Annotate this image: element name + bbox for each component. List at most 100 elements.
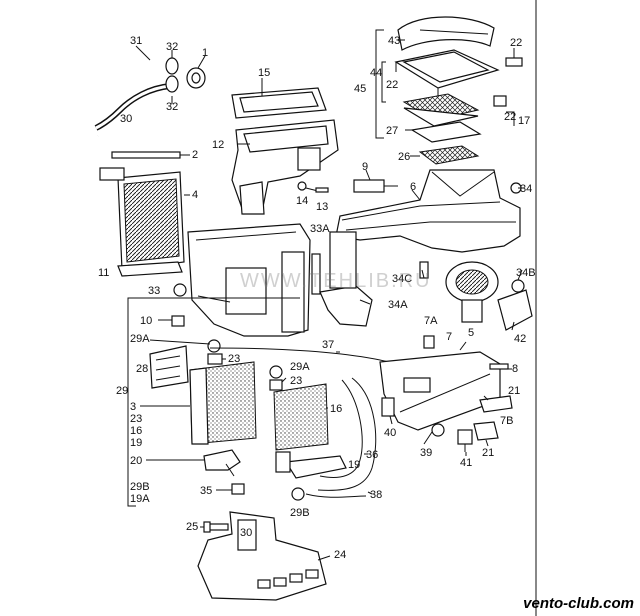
clip-22b <box>493 95 507 107</box>
label-36: 36 <box>366 449 378 461</box>
label-29a-right: 29A <box>290 361 310 373</box>
cable-36 <box>319 379 363 478</box>
label-42: 42 <box>514 333 526 345</box>
screw-25 <box>203 521 229 533</box>
flap-plate <box>329 231 357 289</box>
label-26: 26 <box>398 151 410 163</box>
label-27: 27 <box>386 125 398 137</box>
cable-36b <box>317 377 377 491</box>
label-37: 37 <box>322 339 334 351</box>
label-40: 40 <box>384 427 396 439</box>
label-33: 33 <box>148 285 160 297</box>
label-22-right: 22 <box>504 111 516 123</box>
clip-7a <box>423 335 435 349</box>
switch-40 <box>381 397 395 417</box>
core-seal <box>117 261 183 277</box>
label-3: 3 <box>130 401 136 413</box>
label-23-right: 23 <box>290 375 302 387</box>
label-4: 4 <box>192 189 198 201</box>
label-23-left: 23 <box>130 413 142 425</box>
label-17: 17 <box>518 115 530 127</box>
leader-lines <box>135 39 524 561</box>
hose-clamps <box>165 57 206 93</box>
label-29: 29 <box>116 385 128 397</box>
label-23-top: 23 <box>228 353 240 365</box>
blower-housing <box>335 169 521 253</box>
label-12: 12 <box>212 139 224 151</box>
label-15: 15 <box>258 67 270 79</box>
intake-frame <box>394 49 500 98</box>
label-13: 13 <box>316 201 328 213</box>
grommet <box>297 181 307 191</box>
foam-flap-3 <box>189 361 257 445</box>
foam-flap-16 <box>273 383 329 451</box>
clip-23-right <box>269 379 283 391</box>
label-22-top: 22 <box>510 37 522 49</box>
label-38: 38 <box>370 489 382 501</box>
label-14: 14 <box>296 195 308 207</box>
label-9: 9 <box>362 161 368 173</box>
label-29a: 29A <box>130 333 150 345</box>
flap-lever-28 <box>149 345 189 389</box>
blower-motor <box>445 261 499 323</box>
label-24: 24 <box>334 549 346 561</box>
label-25: 25 <box>186 521 198 533</box>
heater-hoses <box>87 58 171 138</box>
label-1: 1 <box>202 47 208 59</box>
knob-21-lower <box>473 421 499 441</box>
washer-29a-right <box>269 365 283 379</box>
clip-35 <box>231 483 245 495</box>
label-11: 11 <box>98 267 109 279</box>
label-30: 30 <box>120 113 132 125</box>
label-19-left: 19 <box>130 437 142 449</box>
label-5: 5 <box>468 327 474 339</box>
filter-seal <box>410 121 482 143</box>
label-45: 45 <box>354 83 366 95</box>
nut-29b <box>291 487 305 501</box>
part-labels: 31 32 1 32 30 2 4 11 15 12 14 13 9 6 33A… <box>98 35 536 561</box>
washer-29a <box>207 339 221 353</box>
label-33a: 33A <box>310 223 330 235</box>
cable-38 <box>305 493 367 498</box>
label-16-right: 16 <box>330 403 342 415</box>
label-35: 35 <box>200 485 212 497</box>
label-32-bottom: 32 <box>166 101 178 113</box>
clip-33 <box>173 283 187 297</box>
label-10: 10 <box>140 315 152 327</box>
label-34a: 34A <box>388 299 408 311</box>
label-29b: 29B <box>130 481 150 493</box>
label-30-duct: 30 <box>240 527 252 539</box>
bolt-9 <box>353 179 398 193</box>
label-22-mid: 22 <box>386 79 398 91</box>
pollen-filter <box>402 93 480 127</box>
label-2: 2 <box>192 149 198 161</box>
label-34c: 34C <box>392 273 412 285</box>
label-7: 7 <box>446 331 452 343</box>
label-41: 41 <box>460 457 472 469</box>
watermark-text: WWW.TEHLIB.RU <box>240 270 432 292</box>
label-21-bottom: 21 <box>482 447 494 459</box>
air-duct-frame <box>231 87 327 119</box>
label-32-top: 32 <box>166 41 178 53</box>
label-7a: 7A <box>424 315 438 327</box>
label-19-right: 19 <box>348 459 360 471</box>
knob-41 <box>457 429 473 452</box>
grille-26 <box>418 145 480 165</box>
label-8: 8 <box>512 363 518 375</box>
control-unit-39 <box>379 351 501 437</box>
clip-33a <box>311 253 321 295</box>
label-44: 44 <box>370 67 382 79</box>
label-19a: 19A <box>130 493 150 505</box>
label-43: 43 <box>388 35 400 47</box>
gasket-strip <box>111 151 181 159</box>
label-29b-right: 29B <box>290 507 310 519</box>
motor-bracket-42 <box>497 289 533 331</box>
label-21-top: 21 <box>508 385 520 397</box>
footwell-duct-24 <box>197 511 327 601</box>
heater-core <box>99 167 190 271</box>
label-39: 39 <box>420 447 432 459</box>
air-distribution-housing <box>231 119 339 215</box>
label-7b: 7B <box>500 415 513 427</box>
